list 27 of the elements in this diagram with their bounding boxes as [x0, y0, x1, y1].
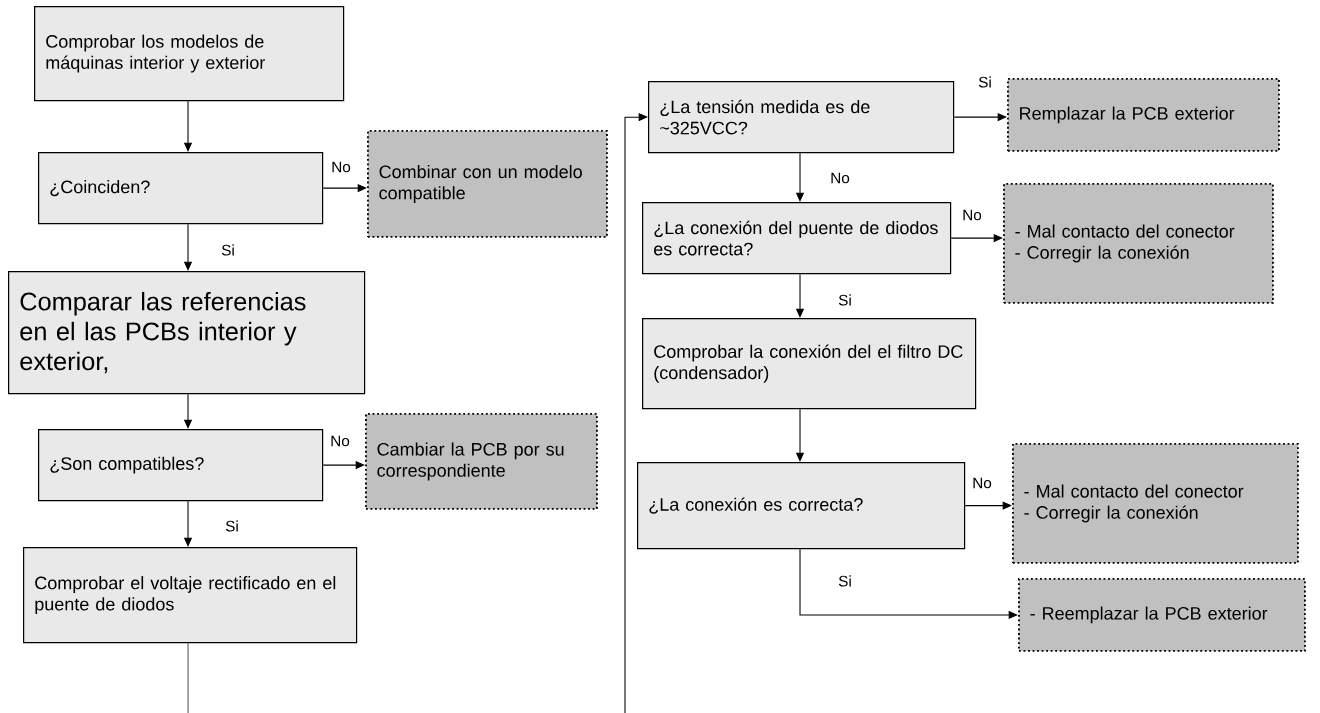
process-box: Comparar las referencias en el las PCBs interior y exterior,	[8, 271, 366, 395]
decision-box: ¿Son compatibles?	[38, 429, 324, 502]
arrow	[964, 501, 1012, 510]
edge-label: No	[960, 208, 984, 222]
decision-box: ¿La tensión medida es de ~325VCC?	[648, 81, 955, 154]
action-box: Remplazar la PCB exterior	[1007, 78, 1280, 152]
edge-label: No	[828, 171, 852, 185]
process-box: Comprobar la conexión del el filtro DC (condensador)	[642, 318, 977, 410]
action-box: Combinar con un modelo compatible	[367, 130, 608, 238]
edge-label: Si	[976, 75, 994, 89]
process-box: Comprobar el voltaje rectificado en el puente de diodos	[23, 547, 358, 644]
edge-label: Si	[836, 293, 854, 307]
decision-box: ¿La conexión del puente de diodos es correcta?	[642, 202, 952, 275]
edge-label: Si	[219, 243, 237, 257]
action-box: - Mal contacto del conector - Corregir la conexión	[1012, 443, 1299, 564]
action-box: Cambiar la PCB por su correspondiente	[365, 413, 598, 510]
edge-label: Si	[223, 519, 241, 533]
decision-box: ¿La conexión es correcta?	[637, 462, 966, 550]
edge-label: No	[328, 434, 352, 448]
arrow	[624, 112, 648, 713]
edge-label: No	[329, 160, 353, 174]
edge-label: No	[970, 476, 994, 490]
process-box: Comprobar los modelos de máquinas interior y exterior	[34, 6, 345, 102]
decision-box: ¿Coinciden?	[38, 152, 324, 225]
action-box: - Mal contacto del conector - Corregir la conexión	[1003, 183, 1274, 304]
action-box: - Reemplazar la PCB exterior	[1018, 578, 1306, 652]
edge-label: Si	[836, 574, 854, 588]
